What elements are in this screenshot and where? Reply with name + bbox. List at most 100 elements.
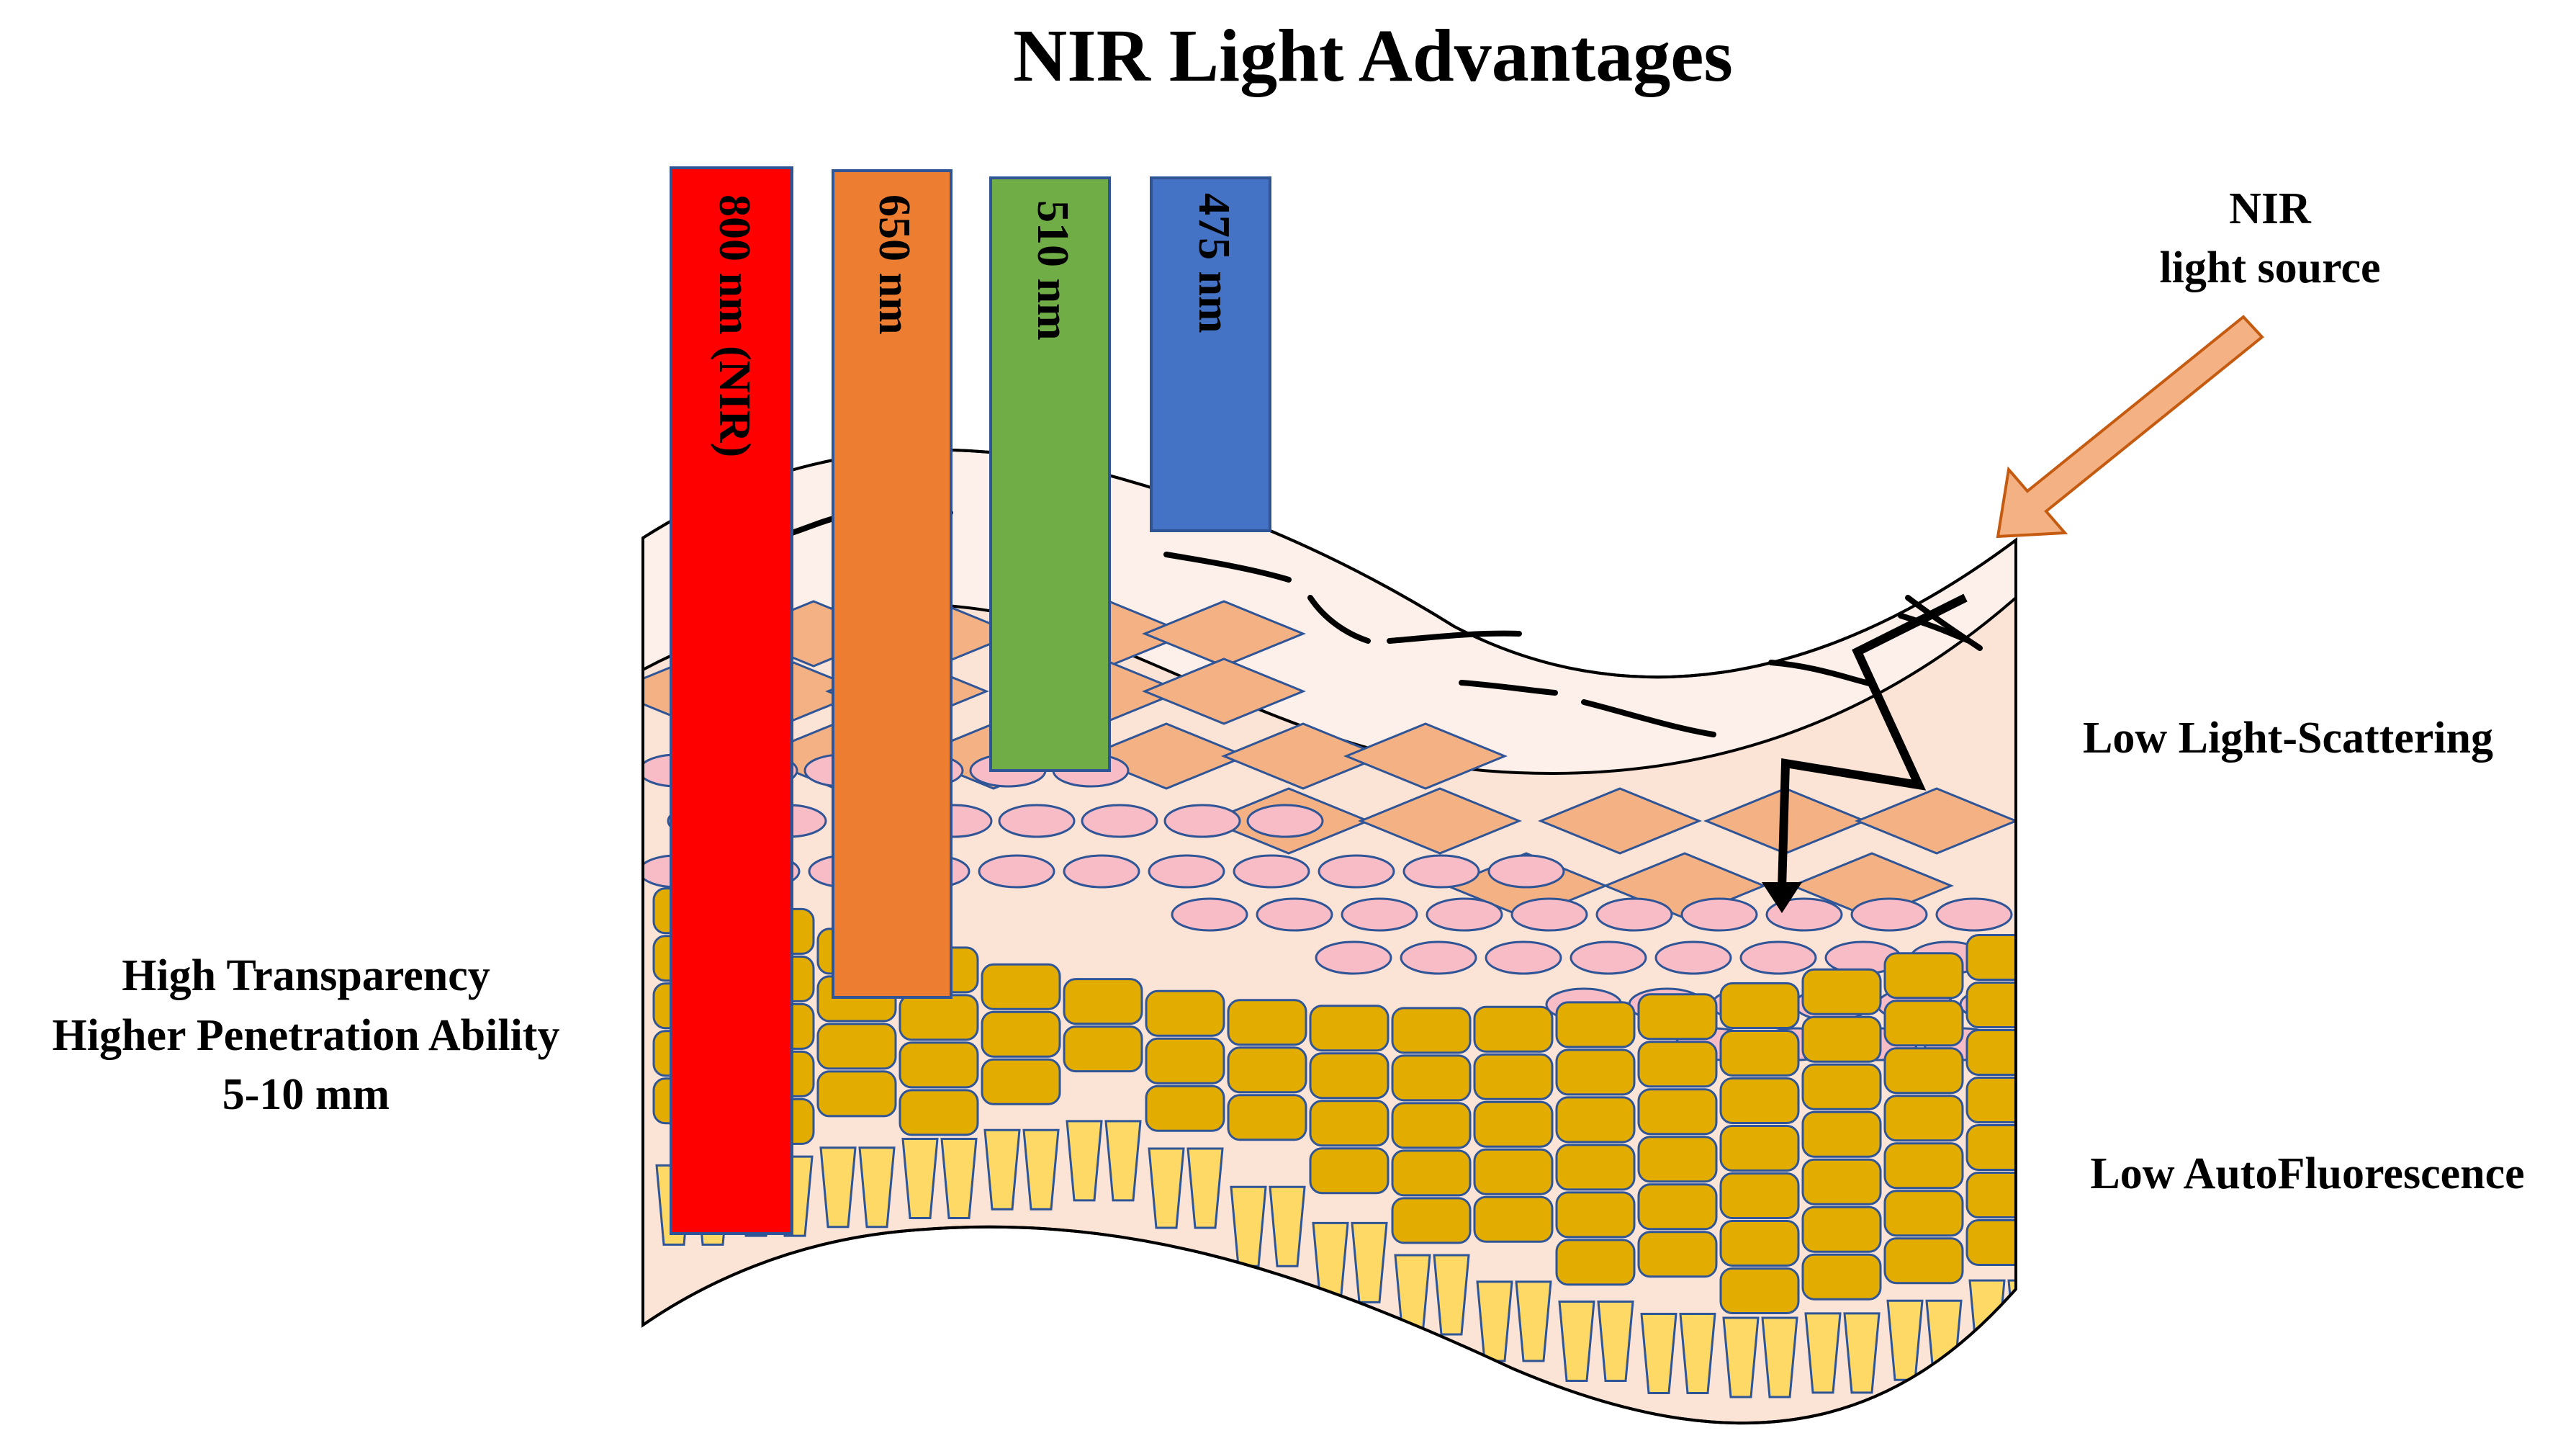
gold-cell [1965,1124,2016,1172]
gold-cell [1473,1148,1554,1195]
gold-cell [1309,1052,1390,1100]
gold-cell [1801,1205,1882,1253]
gold-cell [1391,1102,1472,1149]
gold-cell [1555,1191,1636,1239]
root-cell [983,1128,1021,1211]
gold-cell [1883,1095,1964,1142]
root-cell [901,1137,939,1219]
gold-cell [1555,1096,1636,1144]
gold-cell [1801,1110,1882,1158]
gold-cell [1883,1047,1964,1095]
gold-cell [1719,1172,1800,1219]
gold-cell [1063,978,1143,1025]
oval-cell [1163,804,1241,838]
gold-cell [1145,989,1225,1037]
wavelength-label-800: 800 nm (NIR) [710,194,759,457]
gold-cell [1719,1077,1800,1124]
root-cell [1515,1280,1552,1362]
oval-cell [1654,940,1732,975]
oval-cell [1739,940,1817,975]
oval-cell [1426,897,1503,932]
gold-cell [1555,1001,1636,1048]
oval-cell [1341,897,1418,932]
gold-cell [1637,1136,1718,1183]
gold-cell [1555,1144,1636,1191]
gold-cell [1883,1190,1964,1237]
root-cell [1312,1221,1349,1303]
gold-cell [1309,1100,1390,1147]
root-cell [1558,1301,1595,1383]
root-cell [1066,1120,1103,1202]
root-cell [1640,1312,1677,1394]
penetration-label-line1: High Transparency [122,951,490,1000]
root-cell [1230,1185,1267,1267]
gold-cell [1555,1048,1636,1096]
gold-cell [1391,1007,1472,1054]
root-cell [1804,1312,1842,1394]
gold-cell [1555,1239,1636,1286]
wavelength-bar-800 [670,166,793,1235]
root-cell [858,1146,896,1229]
gold-cell [1883,1237,1964,1285]
wavelength-label-650: 650 nm [870,194,919,335]
root-cell [1104,1120,1142,1202]
oval-cell [1402,854,1480,889]
gold-cell [899,994,979,1041]
root-cell [1722,1316,1760,1398]
gold-cell [1227,1046,1307,1094]
oval-cell [978,854,1055,889]
gold-cell [1227,1094,1307,1141]
oval-cell [998,804,1076,838]
root-cell [1843,1312,1881,1394]
gold-cell [981,963,1061,1010]
diamond-cell [1538,787,1702,855]
oval-cell [1510,897,1588,932]
gold-cell [1063,1025,1143,1073]
root-cell [819,1146,857,1229]
gold-cell [816,1070,897,1118]
root-cell [940,1137,978,1219]
root-cell [1269,1185,1306,1267]
gold-cell [1801,968,1882,1015]
gold-cell [1883,1000,1964,1047]
gold-cell [1227,999,1307,1046]
diagram-title: NIR Light Advantages [1013,14,1733,97]
gold-cell [1801,1158,1882,1205]
oval-cell [1680,897,1758,932]
oval-cell [1400,940,1477,975]
gold-cell [1883,952,1964,1000]
root-cell [1679,1312,1716,1394]
oval-cell [1171,897,1248,932]
gold-cell [1637,1088,1718,1136]
wavelength-bar-475 [1150,176,1271,532]
oval-cell [1315,940,1392,975]
gold-cell [1473,1005,1554,1053]
diamond-cell [1855,787,2016,855]
wavelength-label-510: 510 nm [1028,200,1077,341]
gold-cell [1965,1029,2016,1077]
gold-cell [1391,1054,1472,1102]
root-cell [1597,1301,1634,1383]
light-source-label-line1: NIR [2229,184,2312,233]
oval-cell [1233,854,1310,889]
gold-cell [1145,1037,1225,1084]
diamond-cell [1221,722,1385,790]
gold-cell [1801,1253,1882,1301]
gold-cell [1719,1267,1800,1314]
gold-cell [1965,1219,2016,1267]
gold-cell [1637,1041,1718,1088]
oval-cell [1256,897,1333,932]
diamond-cell [1358,787,1522,855]
gold-cell [1637,1231,1718,1278]
skin-tissue [641,448,2017,1425]
oval-cell [1595,897,1673,932]
root-cell [1433,1254,1470,1336]
gold-cell [1473,1053,1554,1100]
gold-cell [1637,993,1718,1041]
root-cell [1186,1147,1224,1229]
diamond-cell [1343,722,1508,790]
gold-cell [1965,982,2016,1029]
gold-cell [1145,1084,1225,1132]
scattering-label: Low Light-Scattering [2083,714,2493,763]
